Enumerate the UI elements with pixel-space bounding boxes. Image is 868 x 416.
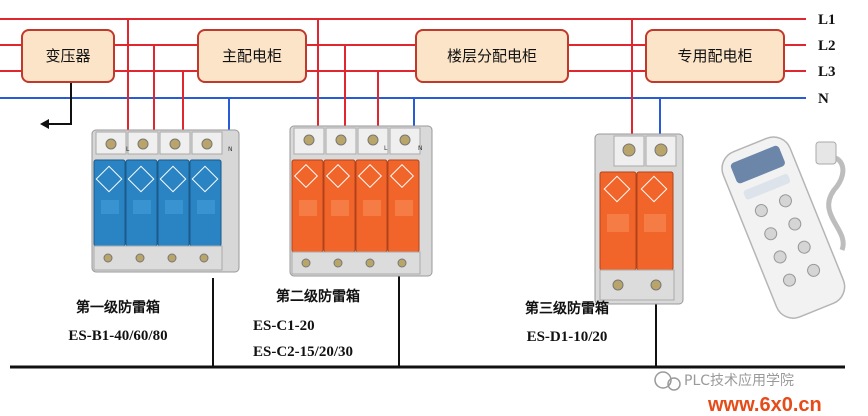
- level1-model: ES-B1-40/60/80: [68, 328, 167, 344]
- arrow-head: [40, 119, 49, 129]
- level3-name: 第三级防雷箱: [525, 300, 609, 317]
- level1-drop-wires: [127, 19, 230, 132]
- svg-text:N: N: [418, 145, 423, 152]
- special-cabinet-label: 专用配电柜: [677, 47, 752, 65]
- transformer-return-arrow: [48, 82, 72, 125]
- main-cabinet-label: 主配电柜: [222, 47, 282, 65]
- label-l1: L1: [818, 12, 836, 28]
- main-cabinet-box: 主配电柜: [197, 29, 307, 83]
- level2-model-b: ES-C2-15/20/30: [253, 344, 353, 360]
- special-cabinet-box: 专用配电柜: [645, 29, 785, 83]
- level3-model: ES-D1-10/20: [527, 329, 608, 345]
- level3-spd-device: [594, 133, 684, 305]
- floor-cabinet-box: 楼层分配电柜: [415, 29, 569, 83]
- label-l3: L3: [818, 64, 836, 80]
- level1-modules: [93, 159, 222, 247]
- svg-text:N: N: [228, 146, 233, 153]
- level1-spd-device: L N: [91, 129, 240, 273]
- power-strip-device: [721, 136, 846, 319]
- level2-model-a: ES-C1-20: [253, 318, 315, 334]
- level2-drop-wires: [317, 19, 415, 128]
- level2-name: 第二级防雷箱: [276, 288, 360, 305]
- svg-text:L: L: [384, 145, 388, 152]
- level3-drop-wires: [631, 19, 661, 136]
- watermark: PLC技术应用学院 www.6x0.cn: [654, 371, 822, 416]
- label-l2: L2: [818, 38, 836, 54]
- level2-spd-device: L N: [289, 125, 433, 277]
- level1-terminals: L N: [95, 131, 233, 155]
- floor-cabinet-label: 楼层分配电柜: [447, 47, 537, 65]
- transformer-label: 变压器: [45, 47, 90, 65]
- watermark-text: PLC技术应用学院: [684, 372, 794, 389]
- watermark-site: www.6x0.cn: [707, 394, 822, 416]
- label-n: N: [818, 91, 829, 107]
- svg-text:L: L: [126, 146, 130, 153]
- transformer-box: 变压器: [21, 29, 115, 83]
- level1-name: 第一级防雷箱: [76, 299, 160, 316]
